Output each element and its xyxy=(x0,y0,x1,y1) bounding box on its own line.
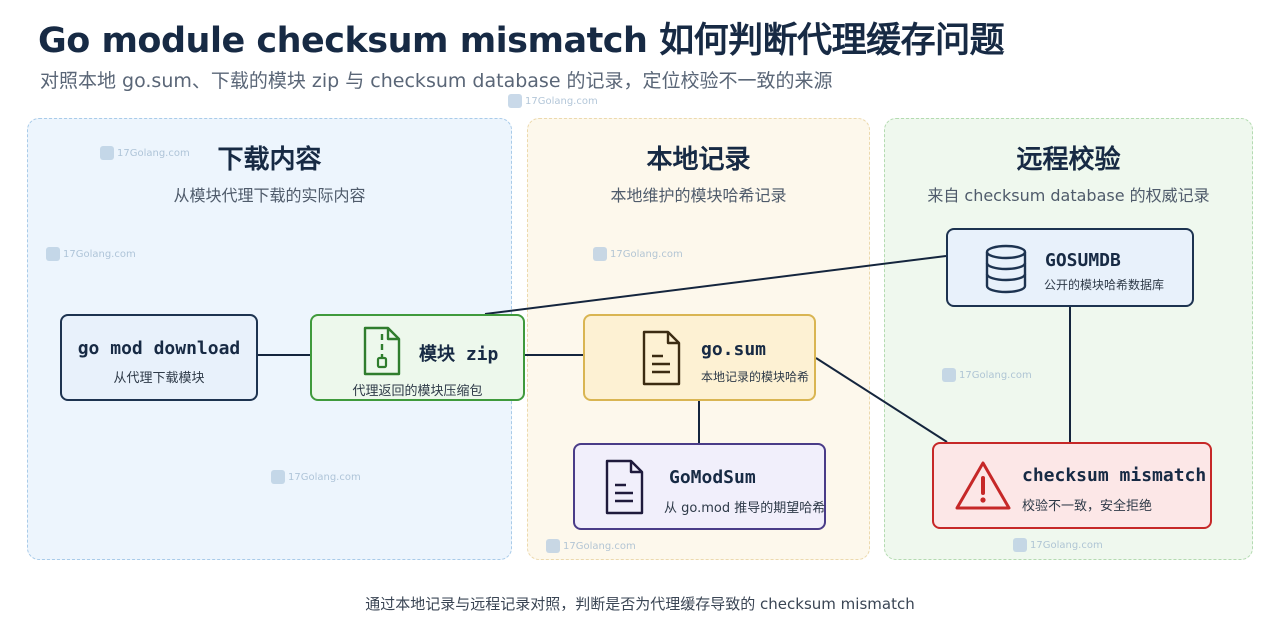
watermark-text: 17Golang.com xyxy=(959,369,1032,381)
node-checksum-mismatch-label: checksum mismatch xyxy=(1022,465,1207,486)
watermark-logo-icon xyxy=(271,470,285,484)
watermark: 17Golang.com xyxy=(593,247,683,261)
node-module-zip-desc: 代理返回的模块压缩包 xyxy=(352,384,483,399)
node-go-sum-label: go.sum xyxy=(701,339,767,360)
watermark-logo-icon xyxy=(508,94,522,108)
panel-local-subtitle: 本地维护的模块哈希记录 xyxy=(610,186,787,205)
node-gosumdb-desc: 公开的模块哈希数据库 xyxy=(1044,278,1165,292)
page-title: Go module checksum mismatch 如何判断代理缓存问题 xyxy=(38,21,1005,61)
watermark: 17Golang.com xyxy=(508,94,598,108)
watermark-text: 17Golang.com xyxy=(563,540,636,552)
document-icon xyxy=(642,330,681,386)
watermark-logo-icon xyxy=(1013,538,1027,552)
watermark-logo-icon xyxy=(100,146,114,160)
watermark: 17Golang.com xyxy=(942,368,1032,382)
node-go-mod-download-label: go mod download xyxy=(77,338,241,359)
warning-icon xyxy=(955,461,1011,510)
node-gomodsum-desc: 从 go.mod 推导的期望哈希 xyxy=(664,501,826,516)
watermark-text: 17Golang.com xyxy=(288,471,361,483)
watermark-text: 17Golang.com xyxy=(1030,539,1103,551)
panel-download-subtitle: 从模块代理下载的实际内容 xyxy=(173,186,366,205)
node-go-mod-download-desc: 从代理下载模块 xyxy=(113,371,205,386)
footer-note: 通过本地记录与远程记录对照，判断是否为代理缓存导致的 checksum mism… xyxy=(365,595,915,613)
watermark: 17Golang.com xyxy=(546,539,636,553)
panel-local-title: 本地记录 xyxy=(646,145,751,175)
watermark-logo-icon xyxy=(46,247,60,261)
watermark: 17Golang.com xyxy=(271,470,361,484)
database-icon xyxy=(985,244,1027,294)
node-go-sum: go.sum 本地记录的模块哈希 xyxy=(583,314,816,401)
panel-remote-subtitle: 来自 checksum database 的权威记录 xyxy=(927,186,1210,205)
node-checksum-mismatch: checksum mismatch 校验不一致，安全拒绝 xyxy=(932,442,1212,529)
node-module-zip-label: 模块 zip xyxy=(419,344,499,365)
edge-zip-gosumdb xyxy=(484,255,947,315)
node-gosumdb: GOSUMDB 公开的模块哈希数据库 xyxy=(946,228,1194,307)
node-go-mod-download: go mod download 从代理下载模块 xyxy=(60,314,258,401)
node-gomodsum-label: GoModSum xyxy=(669,467,756,488)
watermark-text: 17Golang.com xyxy=(117,147,190,159)
page-subtitle: 对照本地 go.sum、下载的模块 zip 与 checksum databas… xyxy=(40,70,833,92)
zip-file-icon xyxy=(363,326,401,376)
watermark-logo-icon xyxy=(546,539,560,553)
panel-download-title: 下载内容 xyxy=(217,145,322,175)
node-gomodsum: GoModSum 从 go.mod 推导的期望哈希 xyxy=(573,443,826,530)
node-module-zip: 模块 zip 代理返回的模块压缩包 xyxy=(310,314,525,401)
node-gosumdb-label: GOSUMDB xyxy=(1045,250,1121,271)
node-checksum-mismatch-desc: 校验不一致，安全拒绝 xyxy=(1022,499,1153,514)
document-icon xyxy=(605,459,644,515)
watermark: 17Golang.com xyxy=(100,146,190,160)
watermark-text: 17Golang.com xyxy=(63,248,136,260)
node-go-sum-desc: 本地记录的模块哈希 xyxy=(701,370,810,384)
watermark-text: 17Golang.com xyxy=(525,95,598,107)
watermark-logo-icon xyxy=(942,368,956,382)
watermark-logo-icon xyxy=(593,247,607,261)
panel-remote-title: 远程校验 xyxy=(1016,145,1121,175)
watermark-text: 17Golang.com xyxy=(610,248,683,260)
edge-gosum-mismatch xyxy=(815,357,948,443)
watermark: 17Golang.com xyxy=(46,247,136,261)
watermark: 17Golang.com xyxy=(1013,538,1103,552)
